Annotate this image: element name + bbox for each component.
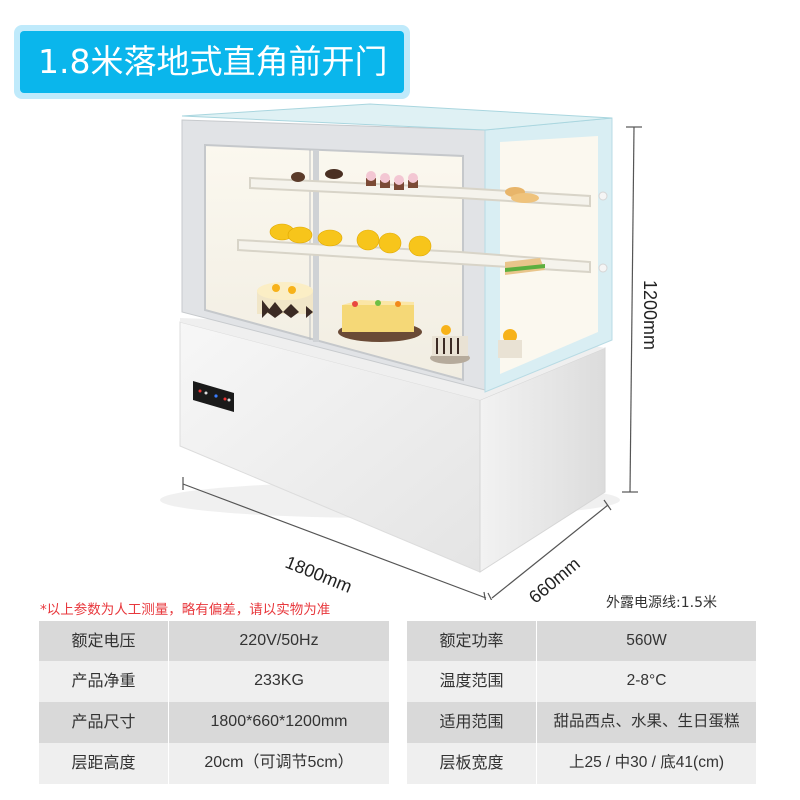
spec-value: 220V/50Hz	[239, 632, 319, 649]
spec-value: 233KG	[254, 672, 304, 689]
height-dimension-label: 1200mm	[640, 280, 660, 351]
spec-value: 2-8°C	[626, 672, 667, 689]
spec-key: 层板宽度	[407, 743, 537, 784]
spec-row: 温度范围 2-8°C	[407, 661, 756, 702]
spec-key: 适用范围	[407, 702, 537, 743]
spec-key: 产品净重	[39, 661, 169, 702]
spec-value: 甜品西点、水果、生日蛋糕	[553, 713, 740, 730]
spec-value: 上25 / 中30 / 底41(cm)	[568, 754, 725, 771]
power-cable-note: 外露电源线:1.5米	[606, 595, 717, 611]
control-panel-icon	[193, 381, 234, 412]
product-image	[160, 103, 642, 600]
spec-row: 适用范围 甜品西点、水果、生日蛋糕	[407, 702, 756, 743]
spec-table-right: 额定功率 560W 温度范围 2-8°C 适用范围 甜品西点、水果、生日蛋糕 层…	[407, 621, 756, 784]
spec-row: 层板宽度 上25 / 中30 / 底41(cm)	[407, 743, 756, 784]
spec-key: 层距高度	[39, 743, 169, 784]
spec-value: 20cm（可调节5cm）	[204, 754, 354, 771]
measurement-disclaimer: *以上参数为人工测量，略有偏差，请以实物为准	[40, 602, 331, 618]
spec-row: 层距高度 20cm（可调节5cm）	[39, 743, 389, 784]
spec-row: 额定电压 220V/50Hz	[39, 621, 389, 661]
spec-key: 额定电压	[39, 621, 169, 661]
spec-row: 产品尺寸 1800*660*1200mm	[39, 702, 389, 743]
spec-table-left: 额定电压 220V/50Hz 产品净重 233KG 产品尺寸 1800*660*…	[39, 621, 389, 784]
spec-value: 1800*660*1200mm	[210, 713, 348, 730]
spec-value: 560W	[626, 632, 667, 649]
spec-row: 产品净重 233KG	[39, 661, 389, 702]
spec-row: 额定功率 560W	[407, 621, 756, 661]
title-badge: 1.8米落地式直角前开门	[14, 25, 410, 99]
page-title: 1.8米落地式直角前开门	[20, 31, 404, 93]
spec-key: 额定功率	[407, 621, 537, 661]
spec-key: 温度范围	[407, 661, 537, 702]
spec-key: 产品尺寸	[39, 702, 169, 743]
